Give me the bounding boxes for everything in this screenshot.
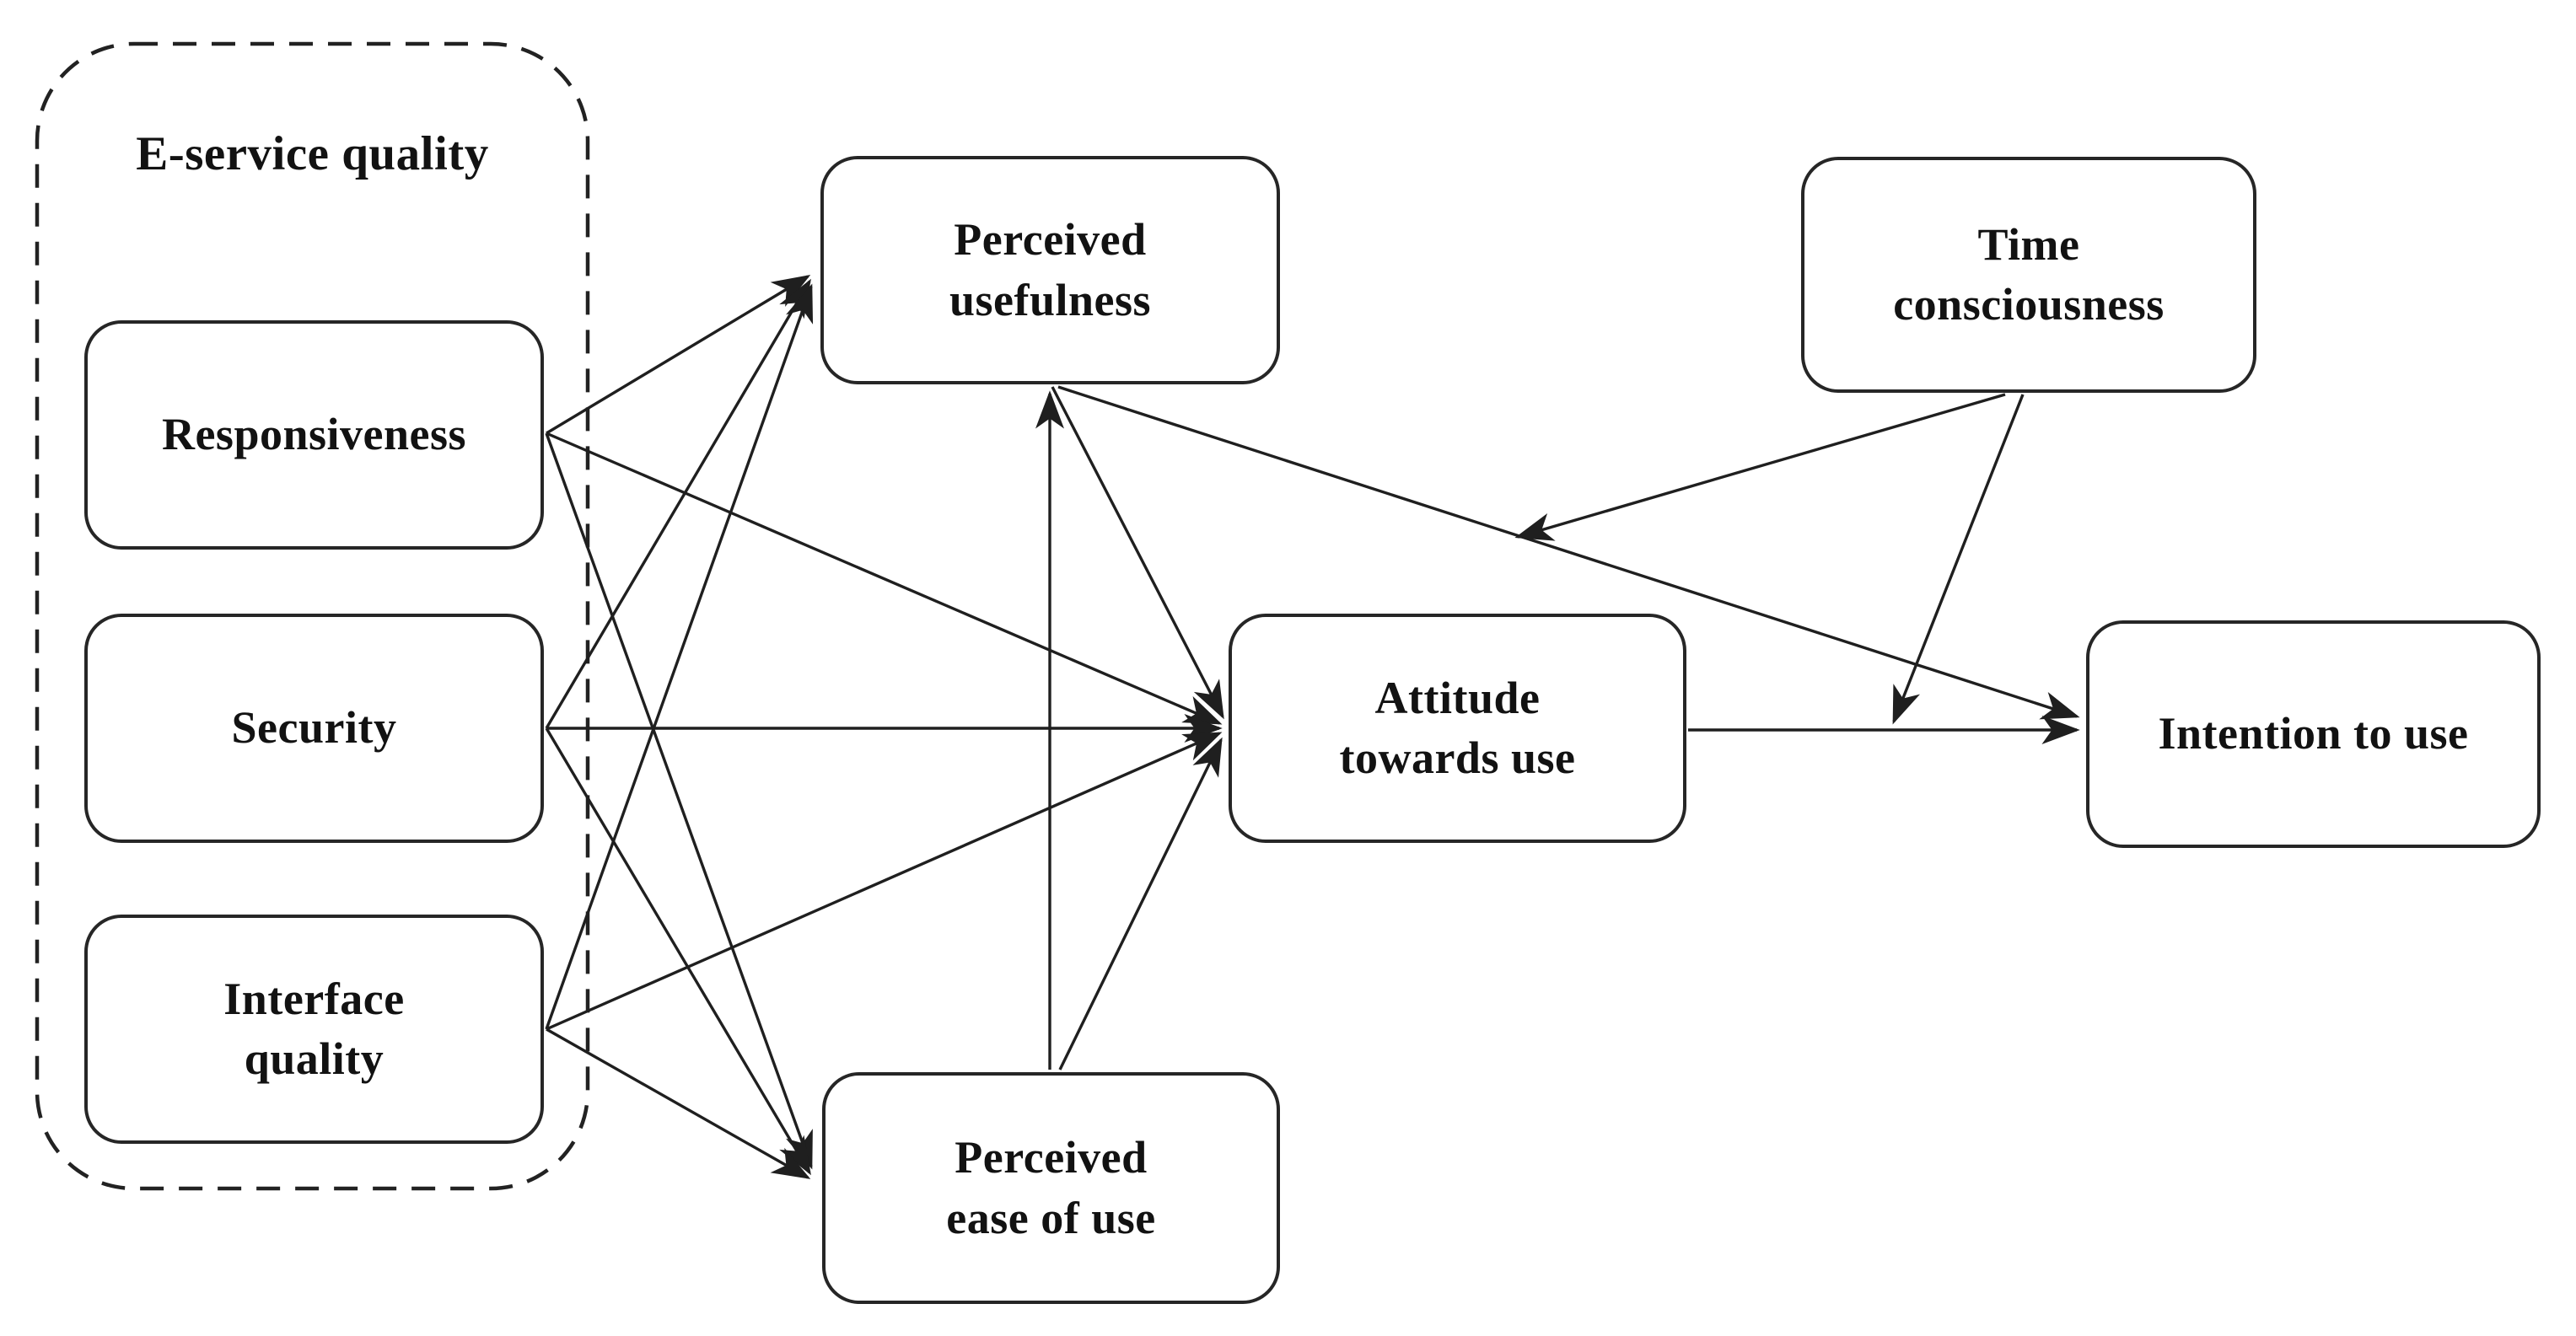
edge-responsiveness-to-attitude xyxy=(546,432,1223,725)
edge-perceived-ease-of-use-to-attitude xyxy=(1058,737,1223,1070)
node-interface-quality-label: Interface quality xyxy=(223,973,405,1084)
e-service-quality-group-outline xyxy=(35,41,590,1191)
node-perceived-ease-of-use: Perceived ease of use xyxy=(822,1072,1280,1304)
node-intention-to-use-label: Intention to use xyxy=(2158,708,2469,759)
node-perceived-ease-of-use-label: Perceived ease of use xyxy=(946,1132,1156,1243)
node-security: Security xyxy=(84,614,544,843)
edge-time-consciousness-moderates-pu-intention-path xyxy=(1514,393,2006,541)
node-responsiveness-label: Responsiveness xyxy=(161,409,467,460)
node-intention-to-use: Intention to use xyxy=(2086,620,2541,848)
edge-security-to-perceived-usefulness xyxy=(545,278,811,729)
edge-interface-quality-to-perceived-usefulness xyxy=(545,283,814,1030)
node-perceived-usefulness: Perceived usefulness xyxy=(820,156,1280,384)
edge-responsiveness-to-perceived-usefulness xyxy=(546,275,811,435)
edge-interface-quality-to-attitude xyxy=(546,732,1223,1031)
edge-perceived-usefulness-to-intention xyxy=(1057,385,2080,720)
edge-security-to-perceived-ease-of-use xyxy=(545,727,811,1176)
node-perceived-usefulness-label: Perceived usefulness xyxy=(949,214,1152,325)
node-security-label: Security xyxy=(231,702,397,754)
node-time-consciousness: Time consciousness xyxy=(1801,157,2256,393)
edge-responsiveness-to-perceived-ease-of-use xyxy=(545,432,813,1170)
node-attitude-towards-use: Attitude towards use xyxy=(1229,614,1686,843)
node-attitude-towards-use-label: Attitude towards use xyxy=(1339,672,1576,783)
edge-interface-quality-to-perceived-ease-of-use xyxy=(546,1027,811,1179)
edge-time-consciousness-moderates-attitude-intention-path xyxy=(1892,394,2025,725)
node-interface-quality: Interface quality xyxy=(84,915,544,1144)
edge-perceived-usefulness-to-attitude xyxy=(1051,386,1224,720)
node-responsiveness: Responsiveness xyxy=(84,320,544,550)
e-service-quality-group-label: E-service quality xyxy=(136,127,489,180)
node-time-consciousness-label: Time consciousness xyxy=(1893,218,2165,330)
